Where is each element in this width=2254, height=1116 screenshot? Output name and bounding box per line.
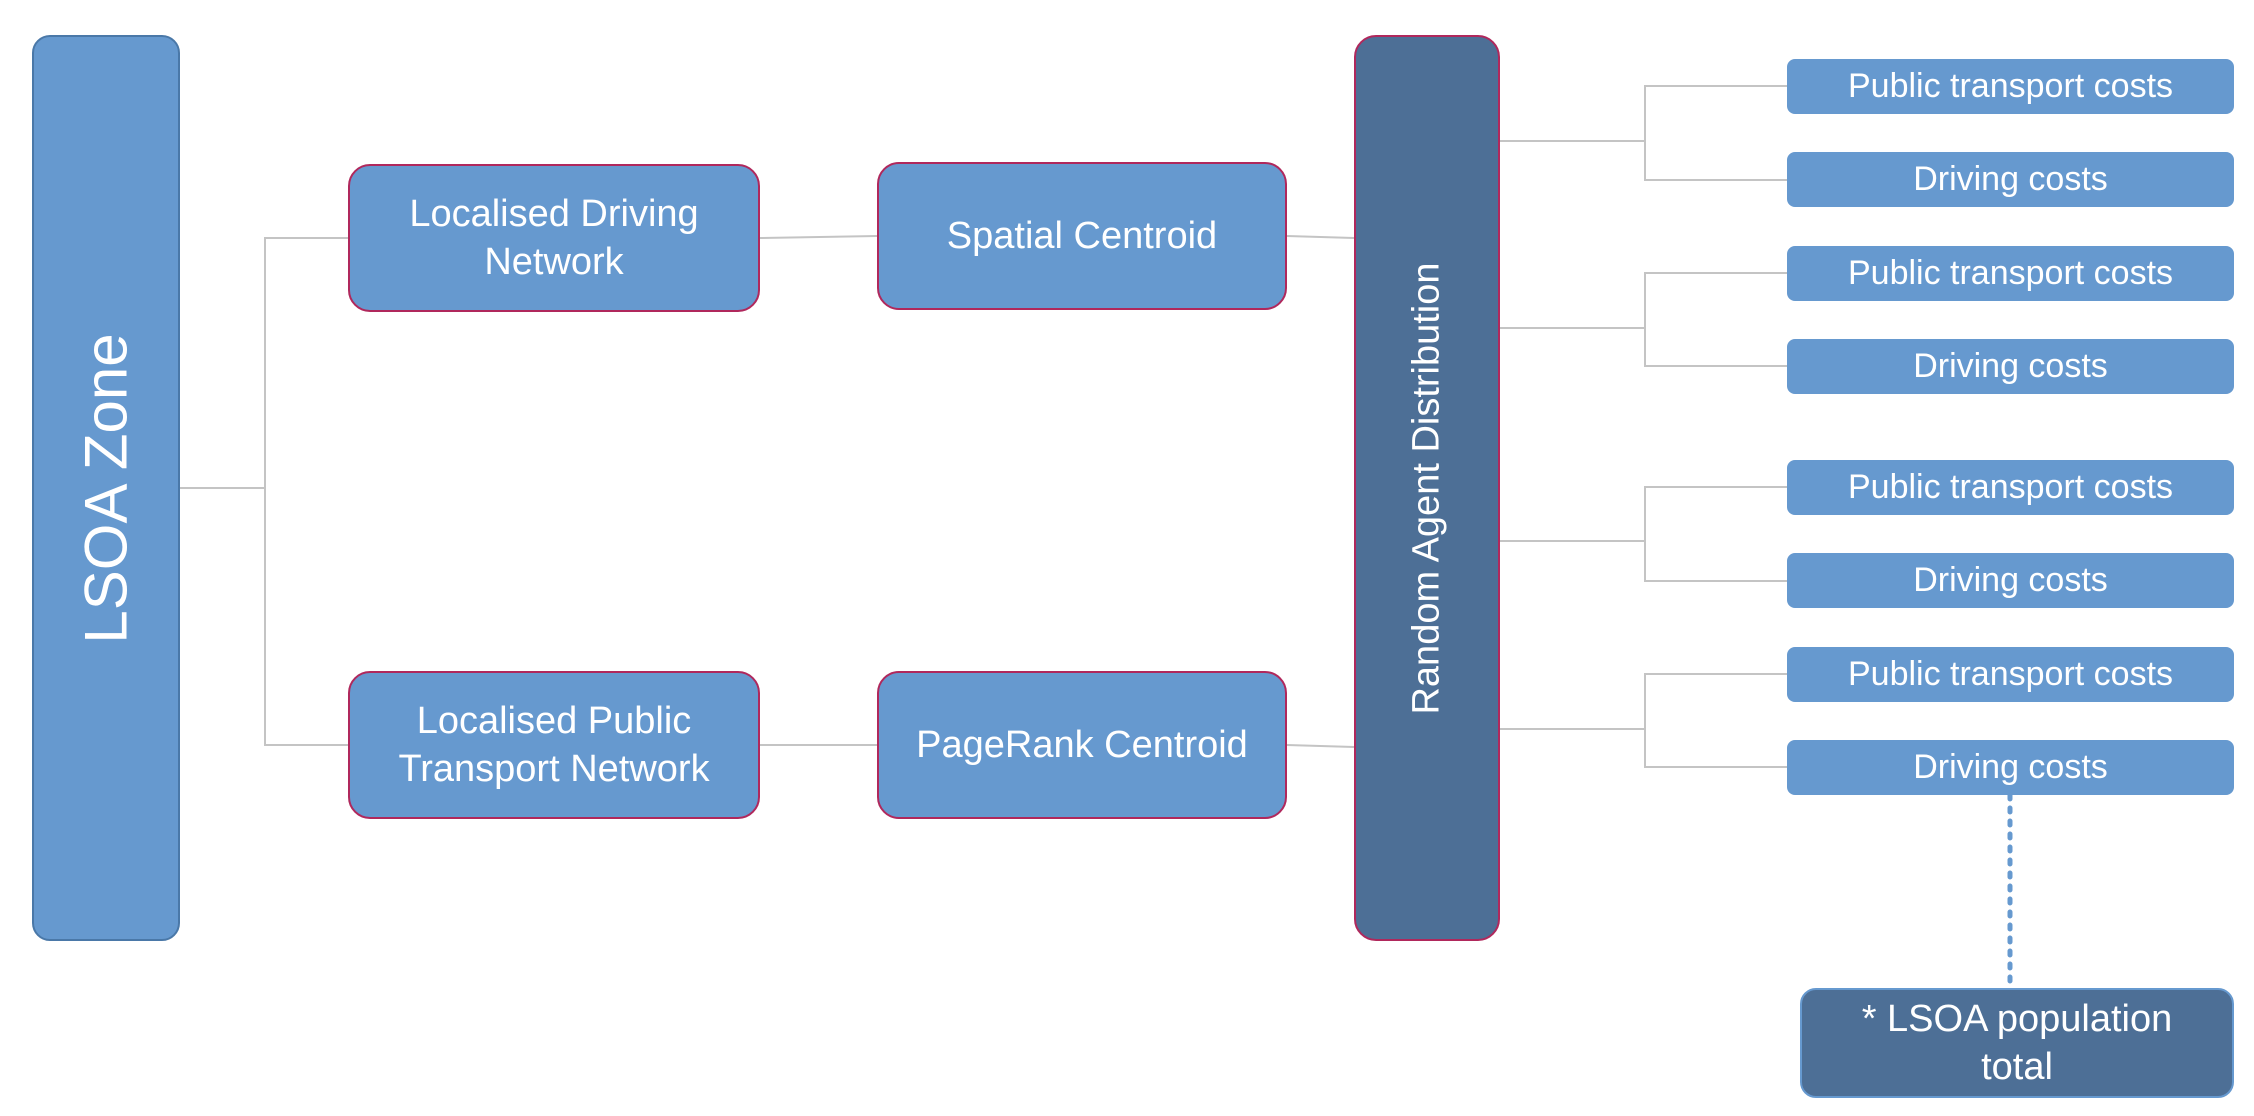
spatial-centroid-node: Spatial Centroid [877, 162, 1287, 310]
public-transport-costs-4: Public transport costs [1787, 647, 2234, 702]
random-agent-distribution-node: Random Agent Distribution [1354, 35, 1500, 941]
lsoa-zone-node: LSOA Zone [32, 35, 180, 941]
pagerank-centroid-node: PageRank Centroid [877, 671, 1287, 819]
public-transport-costs-2: Public transport costs [1787, 246, 2234, 301]
public-transport-costs-1: Public transport costs [1787, 59, 2234, 114]
connector-agent-to-costs [1500, 85, 1787, 768]
connector-centroids-to-agent [1286, 235, 1355, 748]
driving-costs-1: Driving costs [1787, 152, 2234, 207]
connector-zone-to-networks [180, 237, 350, 746]
public-transport-network-node: Localised Public Transport Network [348, 671, 760, 819]
driving-costs-3: Driving costs [1787, 553, 2234, 608]
connector-networks-to-centroids [759, 235, 878, 746]
driving-costs-2: Driving costs [1787, 339, 2234, 394]
lsoa-population-total-node: * LSOA population total [1800, 988, 2234, 1098]
lsoa-zone-label: LSOA Zone [72, 332, 140, 644]
random-agent-distribution-label: Random Agent Distribution [1405, 261, 1448, 715]
driving-costs-4: Driving costs [1787, 740, 2234, 795]
public-transport-costs-3: Public transport costs [1787, 460, 2234, 515]
driving-network-node: Localised Driving Network [348, 164, 760, 312]
